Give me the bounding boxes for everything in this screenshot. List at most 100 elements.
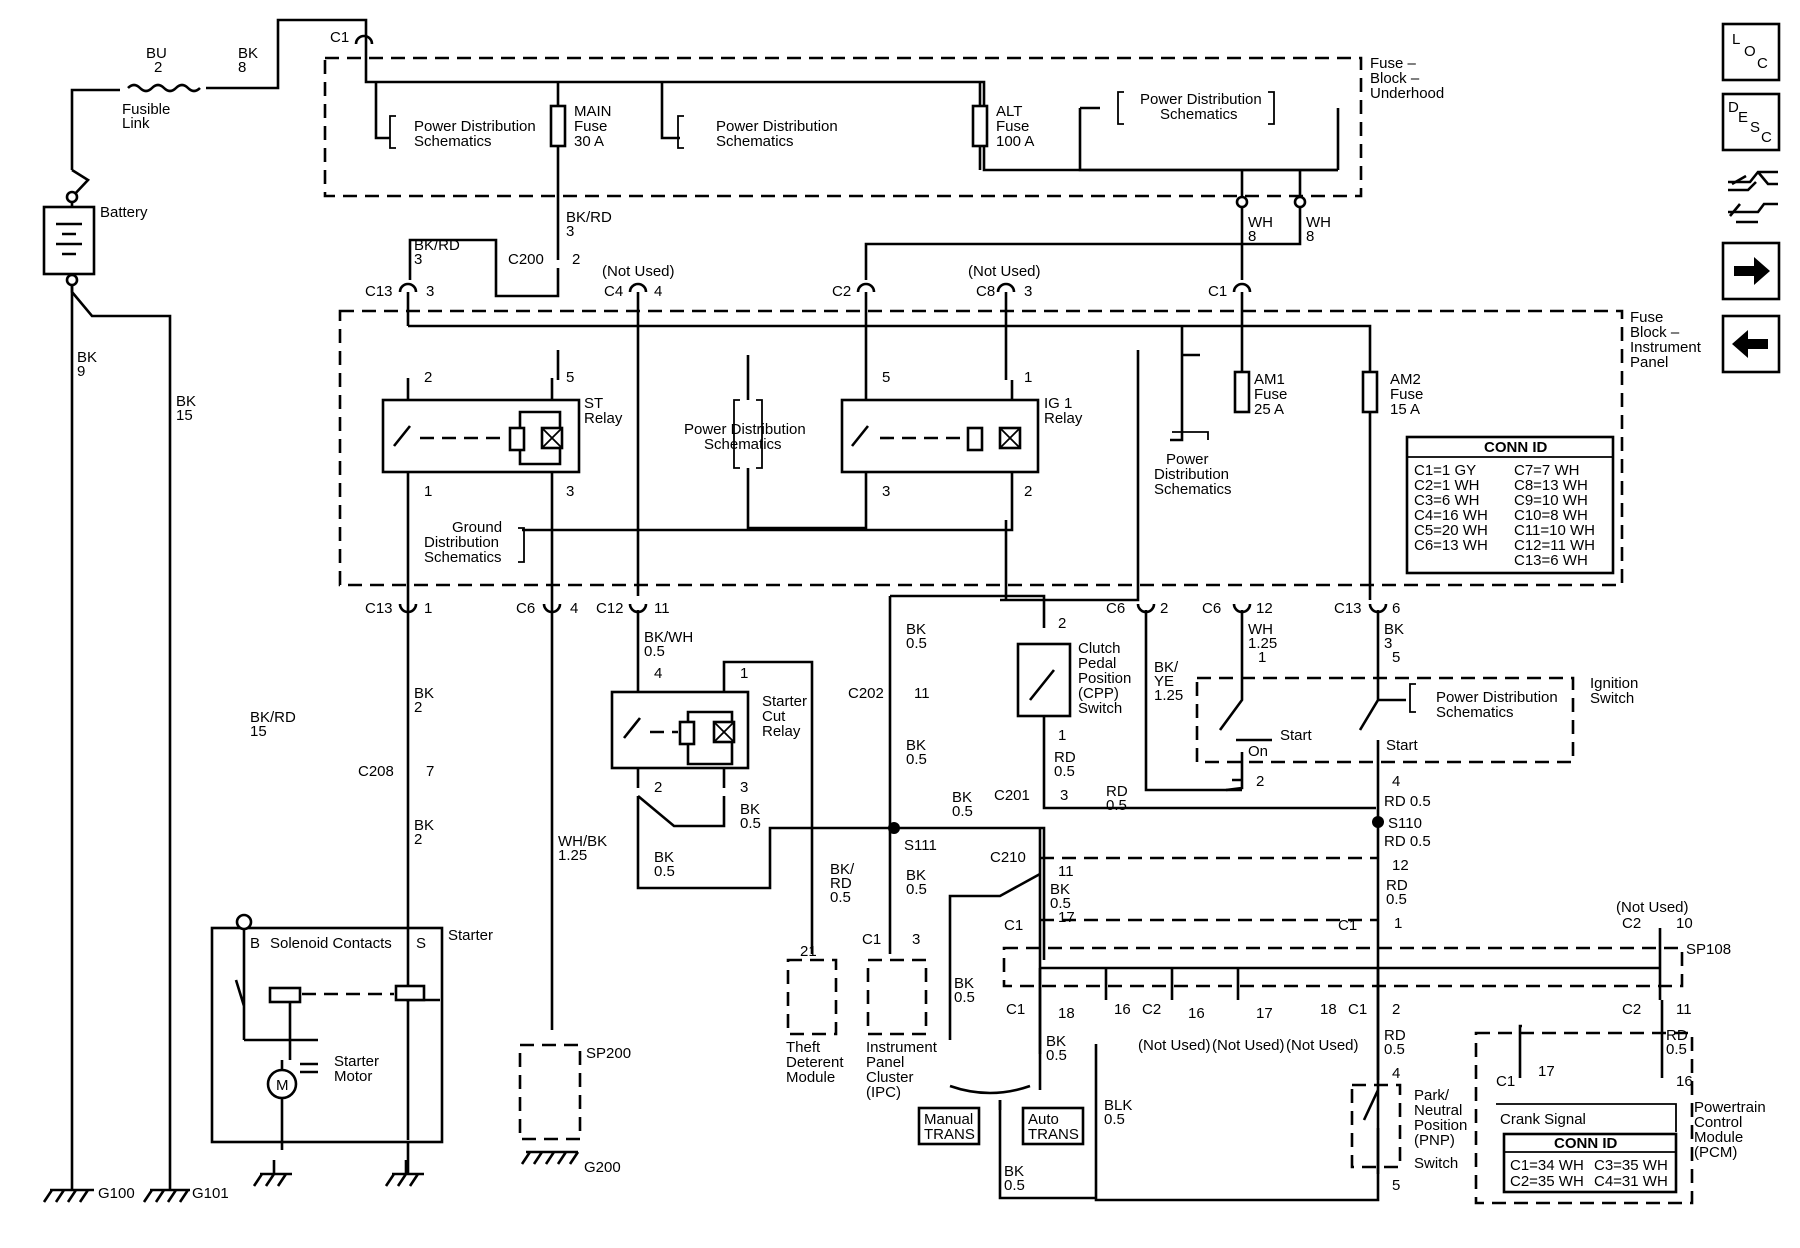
wh-1n: 8	[1248, 228, 1256, 245]
pds-4a: Power Distribution	[684, 421, 806, 438]
pds-1b: Schematics	[414, 133, 492, 150]
ign-pin2: 2	[1256, 773, 1264, 790]
whbk: WH/BK	[558, 833, 607, 850]
fusible-out-wire	[206, 18, 368, 90]
arrow-right-icon[interactable]	[1721, 241, 1781, 301]
blk-n: 0.5	[1104, 1111, 1125, 1128]
pnp-pin5: 5	[1392, 1177, 1400, 1194]
label-bk-top-n: 8	[238, 59, 246, 76]
conn-r1: C7=7 WH	[1514, 462, 1579, 479]
ignition-outputs	[1236, 738, 1380, 820]
not-used-5: (Not Used)	[1212, 1037, 1285, 1054]
conn-r5: C9=10 WH	[1514, 492, 1588, 509]
c13-bot-n: 1	[424, 600, 432, 617]
wh-2n: 8	[1306, 228, 1314, 245]
on-lbl: On	[1248, 743, 1268, 760]
bk05-bn: 0.5	[654, 863, 675, 880]
n16-a: 16	[1114, 1001, 1131, 1018]
loc-o: O	[1744, 43, 1756, 60]
c2-r: C2	[1622, 915, 1641, 932]
conn-r13: C13=6 WH	[1514, 552, 1588, 569]
ig1-label: IG 1	[1044, 395, 1072, 412]
sp200: SP200	[586, 1045, 631, 1062]
label-c1-top: C1	[330, 29, 349, 46]
c6-bot-2n: 2	[1160, 600, 1168, 617]
connector-icon[interactable]	[1728, 170, 1778, 224]
c2-c: C2	[1142, 1001, 1161, 1018]
theft-module-outline	[786, 958, 838, 1036]
rd05-cn: 0.5	[1106, 797, 1127, 814]
ig1-relay-switch	[850, 425, 870, 447]
fbip-2: Block –	[1630, 324, 1680, 341]
ipc-2: Panel	[866, 1054, 904, 1071]
ipc-4: (IPC)	[866, 1084, 901, 1101]
pcm-conn-title: CONN ID	[1554, 1135, 1618, 1152]
bk05-f: BK	[906, 867, 926, 884]
pds-bracket-ign	[1409, 683, 1416, 713]
c201-n: 3	[1060, 787, 1068, 804]
ig1-pin5: 5	[882, 369, 890, 386]
alt-fuse	[971, 104, 989, 148]
bk05-dn: 0.5	[906, 751, 927, 768]
arrow-left-icon[interactable]	[1721, 314, 1781, 374]
b-terminal	[235, 913, 253, 931]
sol-b: B	[250, 935, 260, 952]
bkrd05-3: 0.5	[830, 889, 851, 906]
c6-bot-3n: 12	[1256, 600, 1273, 617]
main-2: Fuse	[574, 118, 607, 135]
bkye-1: BK/	[1154, 659, 1179, 676]
am1-1: AM1	[1254, 371, 1285, 388]
pnp-1: Park/	[1414, 1087, 1450, 1104]
sol-s: S	[416, 935, 426, 952]
pds-branch	[374, 82, 680, 140]
bk05-an: 0.5	[740, 815, 761, 832]
pcm-1: Powertrain	[1694, 1099, 1766, 1116]
ground-g100	[42, 1188, 94, 1203]
c208-n: 7	[426, 763, 434, 780]
not-used-6: (Not Used)	[1286, 1037, 1359, 1054]
c13-bot: C13	[365, 600, 393, 617]
pcm-inputs	[1518, 1000, 1664, 1078]
bk2-b: BK	[414, 817, 434, 834]
conn-r9: C11=10 WH	[1514, 522, 1595, 539]
fbip-3: Instrument	[1630, 339, 1702, 356]
bkrd05-2: RD	[830, 875, 852, 892]
bk-c210-branch	[948, 872, 1041, 1040]
ig1-pin3: 3	[882, 483, 890, 500]
am1-2: Fuse	[1254, 386, 1287, 403]
pcm-outline	[1474, 1031, 1694, 1205]
rd-an: 0.5	[1054, 763, 1075, 780]
bkrd-n-2: 3	[414, 251, 422, 268]
desc-e: E	[1738, 109, 1748, 126]
ign-pin4: 4	[1392, 773, 1400, 790]
c2-d: C2	[1622, 1001, 1641, 1018]
pcm-r3: C4=31 WH	[1594, 1173, 1668, 1190]
bk2-bn: 2	[414, 831, 422, 848]
main-alt-fuse-wire	[556, 82, 982, 240]
bk05-fn: 0.5	[906, 881, 927, 898]
desc-button[interactable]: D E S C	[1721, 92, 1781, 152]
bkrd-n: 3	[566, 223, 574, 240]
bkwh-n: 0.5	[644, 643, 665, 660]
cpp-pin2: 2	[1058, 615, 1066, 632]
wh-wires	[864, 208, 1302, 280]
ground-g200	[520, 1150, 580, 1165]
n17-b: 17	[1256, 1005, 1273, 1022]
starter-cut-switch	[622, 710, 734, 766]
battery-symbol	[42, 205, 96, 276]
c200: C200	[508, 251, 544, 268]
pnp-outline	[1350, 1083, 1402, 1169]
bk05-h: BK	[1046, 1033, 1066, 1050]
whbk-n: 1.25	[558, 847, 587, 864]
c8-top: C8	[976, 283, 995, 300]
ig1-pin1: 1	[1024, 369, 1032, 386]
loc-button[interactable]: L O C	[1721, 22, 1781, 82]
fbu-1: Fuse –	[1370, 55, 1417, 72]
ig1-relay-lbl: Relay	[1044, 410, 1083, 427]
label-bk15: BK	[176, 393, 196, 410]
ign-1: Ignition	[1590, 675, 1638, 692]
c1-a: C1	[1004, 917, 1023, 934]
c12-bot: C12	[596, 600, 624, 617]
n18-b: 18	[1320, 1001, 1337, 1018]
not-used-1: (Not Used)	[602, 263, 675, 280]
